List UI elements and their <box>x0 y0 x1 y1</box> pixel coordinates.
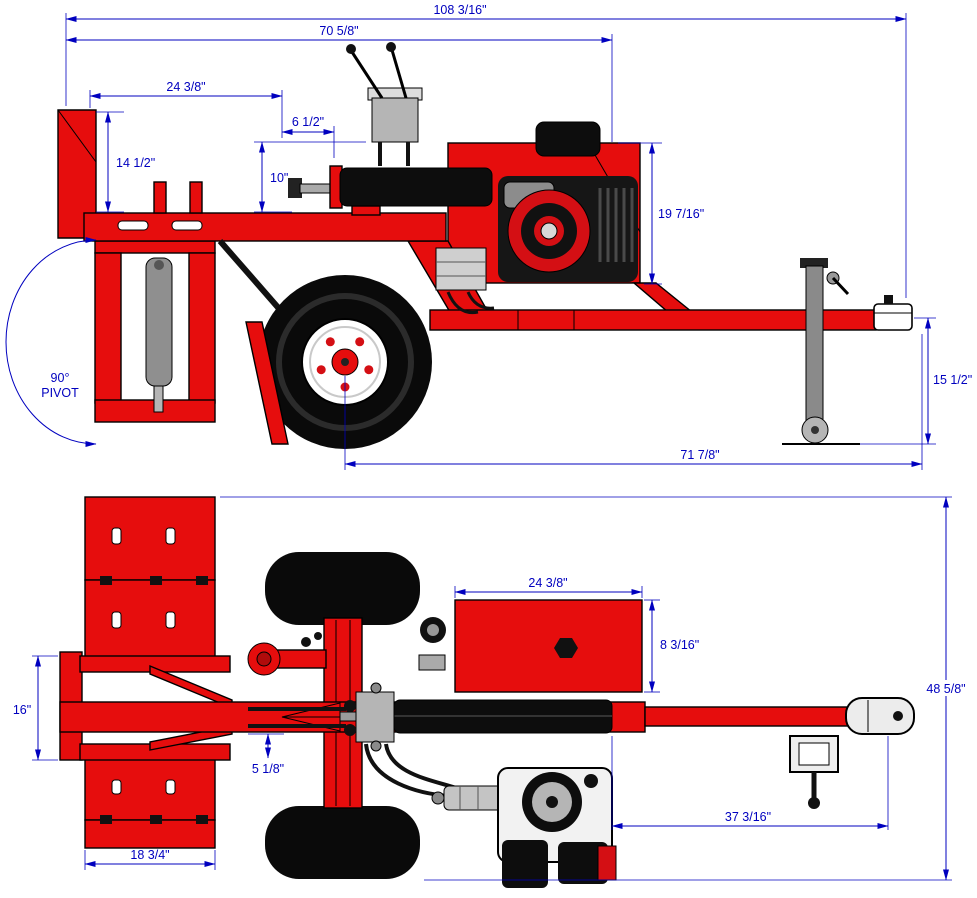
dim-label-axle-to-hitch: 71 7/8" <box>680 448 719 462</box>
swing-cylinder <box>145 257 173 413</box>
stripper-plate <box>153 181 167 214</box>
dim-table-depth: 16" <box>13 655 58 761</box>
control-levers <box>346 42 408 99</box>
dim-label-hitch-height: 15 1/2" <box>933 373 972 387</box>
dim-cylinder-height: 10" <box>254 141 366 213</box>
support-leg <box>245 321 289 445</box>
dim-tongue-length: 37 3/16" <box>611 736 889 830</box>
dim-deck-length: 70 5/8" <box>65 24 613 142</box>
dim-label-valve-offset: 6 1/2" <box>292 115 324 129</box>
jack-stand <box>782 258 860 445</box>
dim-engine-plate-width: 8 3/16" <box>644 599 699 693</box>
trailer-tongue-top <box>644 706 851 727</box>
dim-hitch-height: 15 1/2" <box>860 317 972 445</box>
side-view: 108 3/16" 70 5/8" 24 3/8" 6 1/2" <box>5 3 972 470</box>
engine-mount-plate <box>454 599 643 693</box>
dim-beam-to-rail: 5 1/8" <box>248 733 284 776</box>
dim-engine-bay-height: 19 7/16" <box>618 142 704 285</box>
wheel <box>258 275 432 449</box>
top-view: 24 3/8" 8 3/16" 16" 5 1/8" <box>13 496 976 888</box>
control-valve <box>346 42 423 166</box>
hydraulic-cylinder <box>288 165 493 216</box>
hitch-coupler-top <box>845 697 915 735</box>
dim-label-deck-length: 70 5/8" <box>319 24 358 38</box>
tire-top <box>265 552 420 625</box>
cylinder-fins <box>598 188 634 262</box>
stripper-plate <box>189 181 203 214</box>
dim-label-engine-plate-length: 24 3/8" <box>528 576 567 590</box>
hydraulic-pump <box>435 247 495 315</box>
hydraulic-hoses <box>364 743 503 811</box>
air-cleaner <box>418 617 446 671</box>
main-beam <box>83 181 447 242</box>
dim-table-length: 24 3/8" <box>89 80 283 138</box>
dim-label-overall-width: 48 5/8" <box>926 682 965 696</box>
engine-top <box>497 767 617 888</box>
dim-overall-width: 48 5/8" <box>220 496 976 881</box>
pivot-angle-label: 90° <box>51 371 70 385</box>
control-valve-top <box>344 682 395 752</box>
dim-label-beam-to-rail: 5 1/8" <box>252 762 284 776</box>
dim-label-engine-plate-width: 8 3/16" <box>660 638 699 652</box>
top-dimensions: 24 3/8" 8 3/16" 16" 5 1/8" <box>13 496 976 881</box>
jack-stand-top <box>789 735 839 809</box>
dim-label-tongue-length: 37 3/16" <box>725 810 771 824</box>
pivot-annotation: 90° PIVOT <box>5 237 97 447</box>
dim-plate-width: 18 3/4" <box>84 848 216 870</box>
side-dimensions: 108 3/16" 70 5/8" 24 3/8" 6 1/2" <box>5 3 972 470</box>
dim-label-engine-bay-height: 19 7/16" <box>658 207 704 221</box>
table-plates-upper <box>84 496 216 663</box>
bolt-hex <box>554 638 578 658</box>
dim-label-cylinder-height: 10" <box>270 171 288 185</box>
tire-bottom <box>265 806 420 879</box>
engine <box>498 121 638 282</box>
dim-label-table-length: 24 3/8" <box>166 80 205 94</box>
hitch-coupler <box>873 295 913 331</box>
dim-axle-to-hitch: 71 7/8" <box>344 334 923 470</box>
dim-label-plate-height: 14 1/2" <box>116 156 155 170</box>
fuel-cap <box>584 774 598 788</box>
dim-valve-offset: 6 1/2" <box>281 115 335 158</box>
pivot-word-label: PIVOT <box>41 386 79 400</box>
dim-plate-height: 14 1/2" <box>96 111 155 213</box>
dim-label-table-depth: 16" <box>13 703 31 717</box>
log-table <box>94 240 216 423</box>
fuel-tank <box>535 121 601 157</box>
dim-label-plate-width: 18 3/4" <box>130 848 169 862</box>
dim-label-overall-length: 108 3/16" <box>433 3 486 17</box>
table-plates-lower <box>84 757 216 849</box>
muffler-top <box>502 840 548 888</box>
dim-overall-length: 108 3/16" <box>65 3 907 298</box>
pivot-arm <box>247 632 327 676</box>
dim-engine-plate-length: 24 3/8" <box>454 576 643 598</box>
